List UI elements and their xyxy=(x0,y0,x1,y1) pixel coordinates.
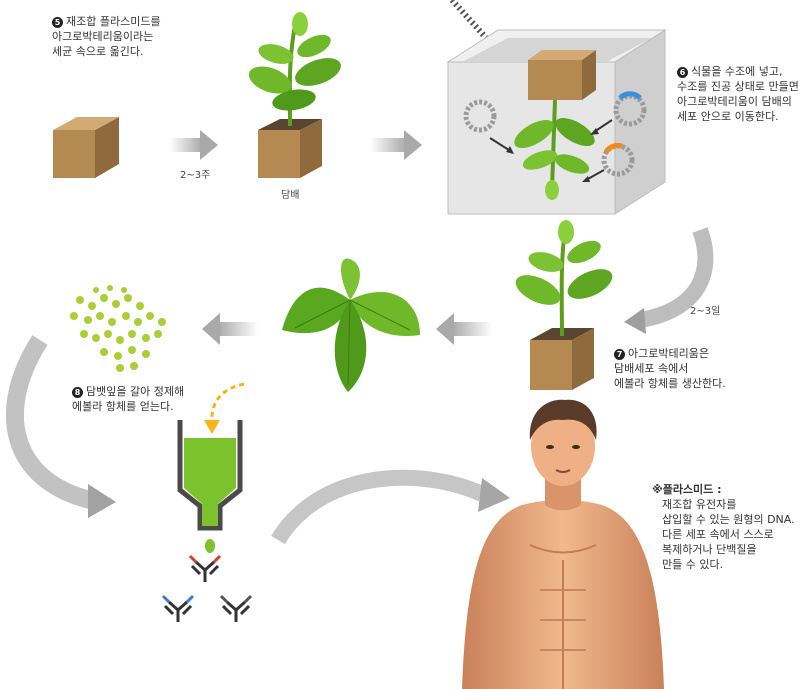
plasmid-note-line-4: 복제하거나 단백질을 xyxy=(662,543,757,556)
human-figure xyxy=(462,399,664,689)
arrow-left-2 xyxy=(202,313,258,345)
step5-line-3: 세균 속으로 옮긴다. xyxy=(52,45,144,58)
tobacco-label: 담배 xyxy=(281,190,300,201)
step7-line-3: 에볼라 항체를 생산한다. xyxy=(614,377,726,390)
step8-line-1: 담뱃잎을 갈아 정제해 xyxy=(86,385,185,398)
dashed-arrow-into-filter xyxy=(204,382,245,434)
plasmid-note-line-5: 만들 수 있다. xyxy=(662,558,724,571)
tobacco-plant-pot xyxy=(248,12,341,178)
tobacco-plant-pot-2 xyxy=(515,220,613,390)
plasmid-note: ※플라스미드 : 재조합 유전자를 삽입할 수 있는 원형의 DNA. 다른 세… xyxy=(652,482,795,572)
curved-arrow-to-human xyxy=(271,469,510,545)
plasmid-note-line-3: 다른 세포 속에서 스스로 xyxy=(662,528,774,541)
step6-line-2: 수조를 진공 상태로 만들면 xyxy=(677,80,799,93)
plasmid-note-line-2: 삽입할 수 있는 원형의 DNA. xyxy=(662,513,795,526)
step6-line-4: 세포 안으로 이동한다. xyxy=(677,110,779,123)
step5-line-2: 아그로박테리움이라는 xyxy=(52,30,154,43)
antibody-red xyxy=(188,554,222,582)
step6-line-1: 식물을 수조에 넣고, xyxy=(691,65,783,78)
step6-line-3: 아그로박테리움이 담배의 xyxy=(677,95,792,108)
ground-leaf-particles xyxy=(70,285,166,372)
arrow-right-1 xyxy=(170,130,218,160)
step5-number: 5 xyxy=(52,17,63,28)
arrow-right-2 xyxy=(370,130,422,160)
tobacco-leaves xyxy=(282,258,420,392)
arrow-left-1 xyxy=(436,313,492,345)
step8-line-2: 에볼라 항체를 얻는다. xyxy=(72,400,174,413)
vacuum-chamber xyxy=(446,29,667,215)
step8-number: 8 xyxy=(72,387,83,398)
days-label: 2~3일 xyxy=(690,306,721,317)
curved-arrow-down-right xyxy=(624,227,714,334)
step7-line-2: 담배세포 속에서 xyxy=(614,362,689,375)
purification-vessel xyxy=(177,420,243,553)
antibody-blue xyxy=(161,594,195,622)
step7-number: 7 xyxy=(614,349,625,360)
antibody-gray xyxy=(219,594,253,622)
plasmid-note-line-1: 재조합 유전자를 xyxy=(662,498,737,511)
curved-arrow-down-left xyxy=(5,335,116,518)
step5-line-1: 재조합 플라스미드를 xyxy=(66,15,161,28)
step7-line-1: 아그로박테리움은 xyxy=(628,347,709,360)
plasmid-note-title: ※플라스미드 : xyxy=(652,483,722,496)
box-cube-1 xyxy=(53,117,119,178)
weeks-label: 2~3주 xyxy=(180,170,211,181)
step6-number: 6 xyxy=(677,67,688,78)
